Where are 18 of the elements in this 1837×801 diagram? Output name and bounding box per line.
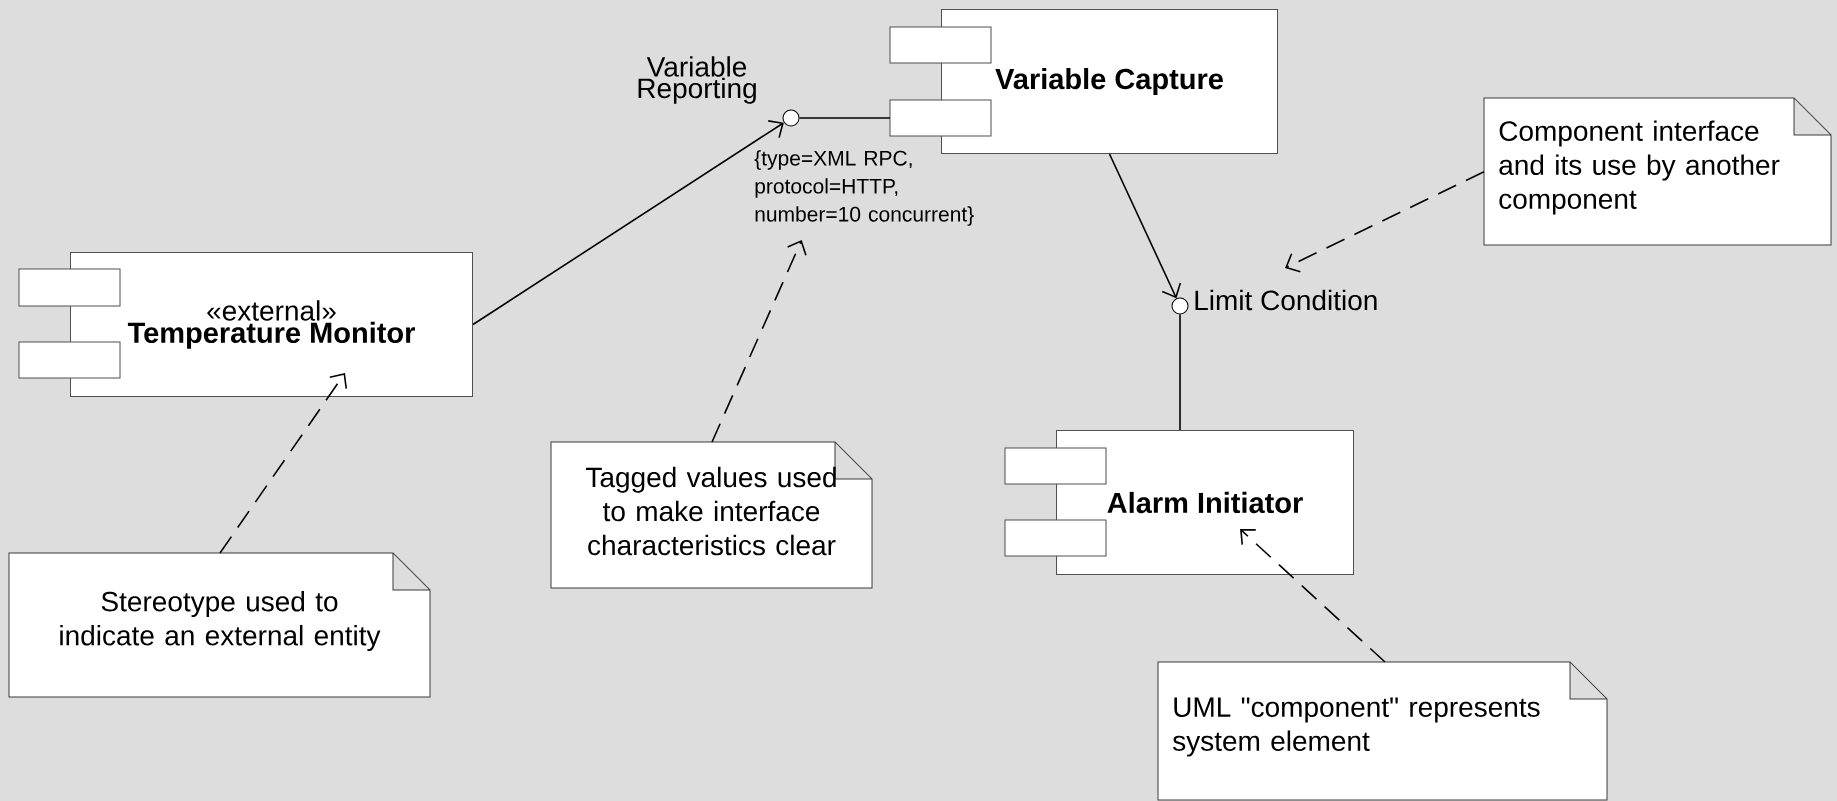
dependency-arrow <box>1285 170 1485 273</box>
note: Stereotype used to indicate an external entity <box>8 552 431 698</box>
dependency-arrow <box>1240 529 1386 663</box>
dependency-arrow <box>219 373 348 554</box>
note: Component interface and its use by another component <box>1483 97 1832 246</box>
connector-line <box>1179 313 1181 431</box>
interface-circle <box>782 109 800 127</box>
connector-arrow <box>1108 153 1182 299</box>
component-box: Alarm Initiator <box>1004 430 1354 575</box>
note: UML "component" represents system element <box>1157 661 1608 801</box>
connector-line <box>798 117 891 119</box>
component-box: «external» Temperature Monitor <box>18 252 473 397</box>
interface-circle <box>1171 297 1189 315</box>
note: Tagged values used to make interface characteristics clear <box>550 441 873 589</box>
connector-arrow <box>472 120 784 326</box>
interface-label: Limit Condition <box>1195 289 1377 311</box>
interface-label: Variable Reporting <box>638 56 756 104</box>
dependency-arrow <box>711 240 807 443</box>
